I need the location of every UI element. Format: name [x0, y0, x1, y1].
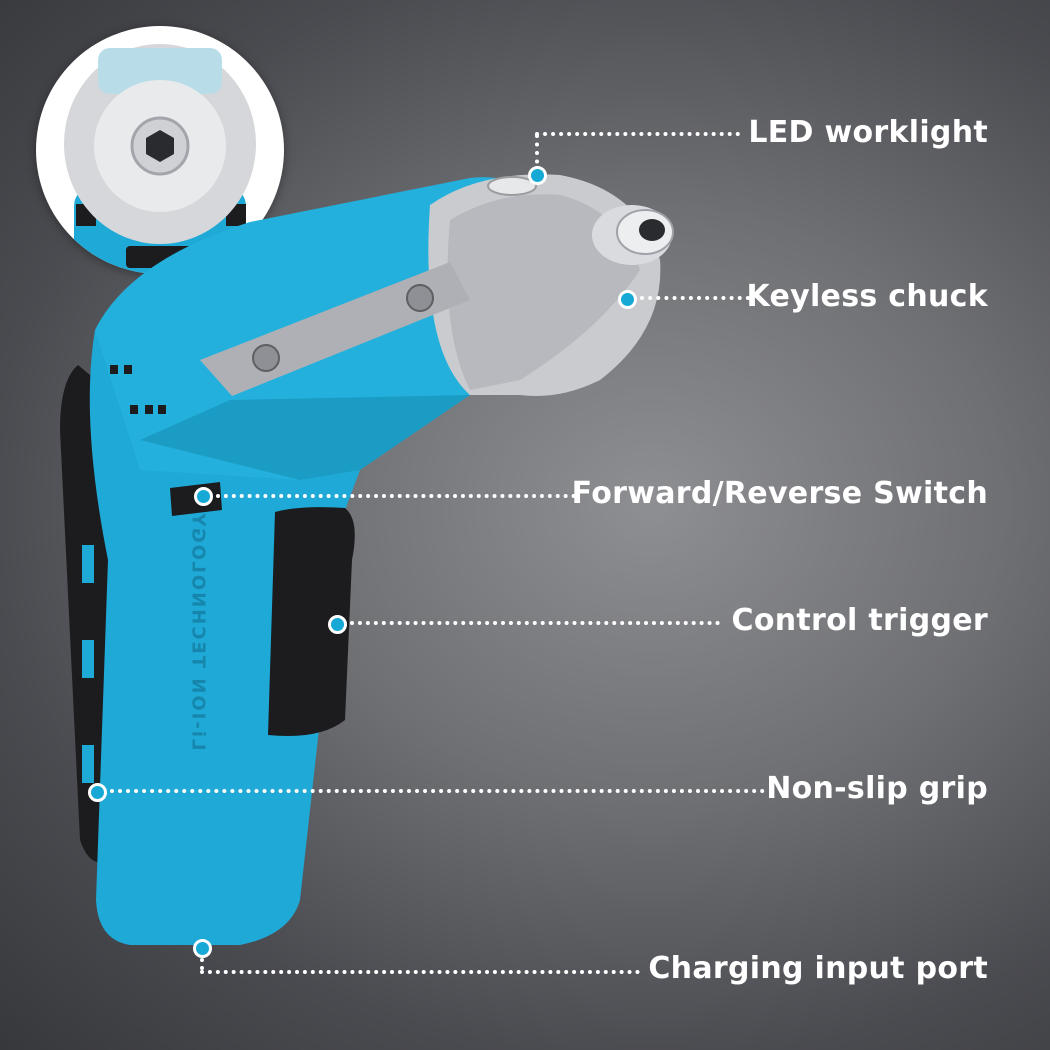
led-worklight-label: LED worklight — [748, 115, 988, 150]
non-slip-grip-label: Non-slip grip — [766, 771, 988, 806]
trigger-marker-dot — [328, 615, 347, 634]
grip-leader-line — [110, 789, 765, 793]
switch-leader-line — [216, 494, 576, 498]
trigger-leader-line — [350, 621, 720, 625]
keyless-chuck-label: Keyless chuck — [746, 279, 988, 314]
chuck-marker-dot — [618, 290, 637, 309]
led-leader-line — [535, 132, 740, 136]
port-marker-dot — [193, 939, 212, 958]
charging-input-port-label: Charging input port — [648, 951, 988, 986]
led-marker-dot — [528, 166, 547, 185]
led-leader-vertical — [535, 134, 539, 172]
body-imprint-text: Li-ION TECHNOLOGY — [187, 511, 209, 751]
switch-marker-dot — [194, 487, 213, 506]
port-leader-vertical — [200, 958, 204, 970]
chuck-leader-line — [640, 296, 750, 300]
control-trigger-label: Control trigger — [731, 603, 988, 638]
port-leader-line — [200, 970, 640, 974]
grip-marker-dot — [88, 783, 107, 802]
forward-reverse-switch-label: Forward/Reverse Switch — [571, 476, 988, 511]
